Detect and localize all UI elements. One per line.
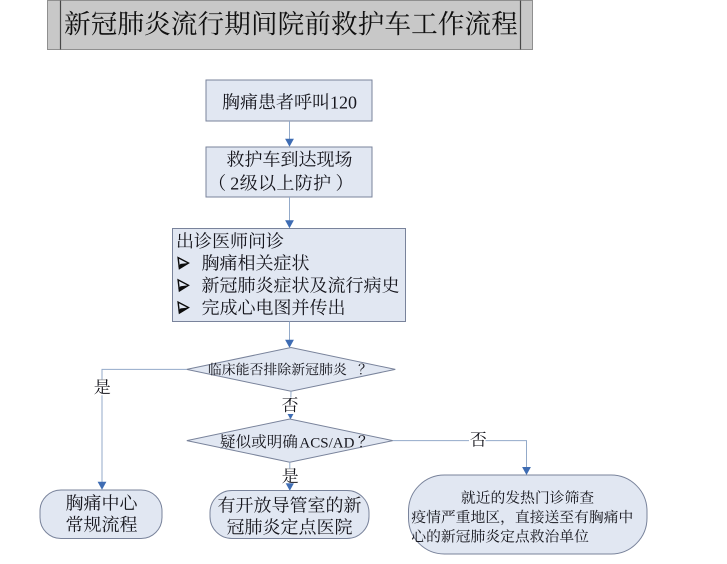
svg-text:ACS/AD: ACS/AD [299, 435, 354, 451]
svg-text:120: 120 [330, 92, 357, 112]
svg-text:2: 2 [230, 173, 239, 193]
